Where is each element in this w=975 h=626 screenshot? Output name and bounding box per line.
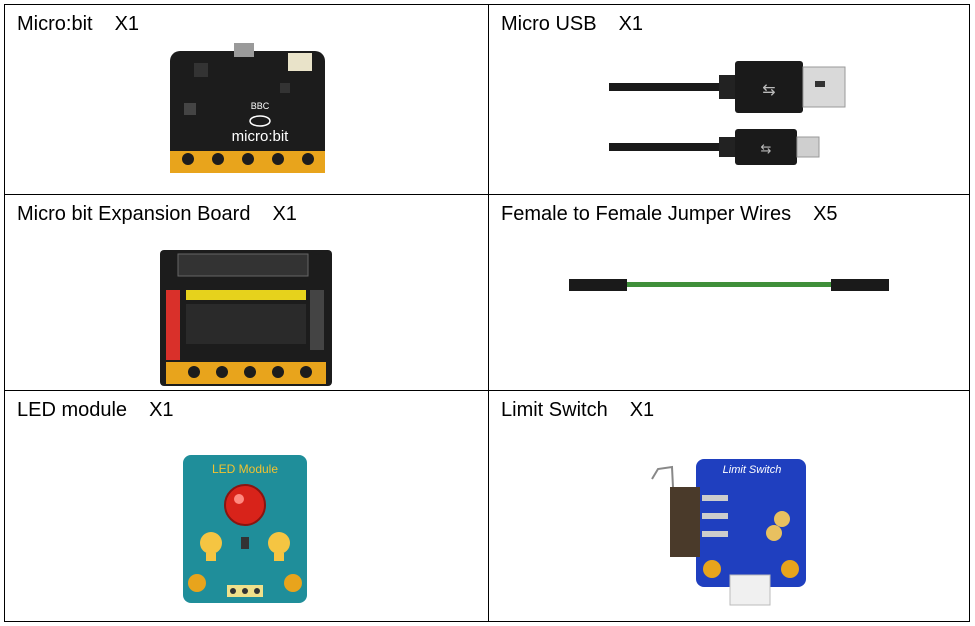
item-name: Female to Female Jumper Wires — [501, 203, 792, 225]
cell-expansion-board: Micro bit Expansion Board X1 — [5, 195, 488, 390]
svg-text:⇆: ⇆ — [762, 82, 775, 99]
item-quantity: X1 — [272, 203, 297, 225]
cell-limit-switch: Limit Switch X1 Limit Switch — [489, 391, 971, 623]
row-divider — [5, 194, 969, 195]
item-name: LED module — [17, 399, 128, 421]
logo-text: BBC — [251, 101, 270, 111]
board-text: Limit Switch — [723, 464, 782, 476]
item-label: Micro USB X1 — [501, 13, 643, 36]
limit-switch-image: Limit Switch — [644, 449, 814, 609]
item-quantity: X1 — [114, 13, 140, 35]
cell-microbit: Micro:bit X1 BBC micro:bit — [5, 5, 488, 194]
jumper-wire-image — [569, 275, 889, 295]
board-text: LED Module — [212, 462, 278, 476]
svg-text:⇆: ⇆ — [761, 141, 772, 156]
row-divider — [5, 390, 969, 391]
item-name: Micro:bit — [17, 13, 93, 35]
item-quantity: X5 — [813, 203, 838, 225]
item-label: Female to Female Jumper Wires X5 — [501, 203, 838, 226]
item-label: Limit Switch X1 — [501, 399, 654, 422]
cell-led-module: LED module X1 LED Module — [5, 391, 488, 623]
usb-cable-image: ⇆ ⇆ — [609, 57, 849, 177]
microbit-image: BBC micro:bit — [170, 43, 325, 173]
item-label: LED module X1 — [17, 399, 174, 422]
led-module-image: LED Module — [183, 455, 307, 603]
item-label: Micro:bit X1 — [17, 13, 139, 36]
cell-micro-usb: Micro USB X1 ⇆ ⇆ — [489, 5, 971, 194]
expansion-board-image — [160, 250, 332, 386]
item-label: Micro bit Expansion Board X1 — [17, 203, 297, 226]
item-quantity: X1 — [629, 399, 655, 421]
item-quantity: X1 — [618, 13, 644, 35]
board-text: micro:bit — [232, 128, 290, 145]
item-name: Micro USB — [501, 13, 597, 35]
cell-jumper-wires: Female to Female Jumper Wires X5 — [489, 195, 971, 390]
column-divider — [488, 5, 489, 621]
item-quantity: X1 — [149, 399, 174, 421]
item-name: Micro bit Expansion Board — [17, 203, 251, 225]
item-name: Limit Switch — [501, 399, 608, 421]
